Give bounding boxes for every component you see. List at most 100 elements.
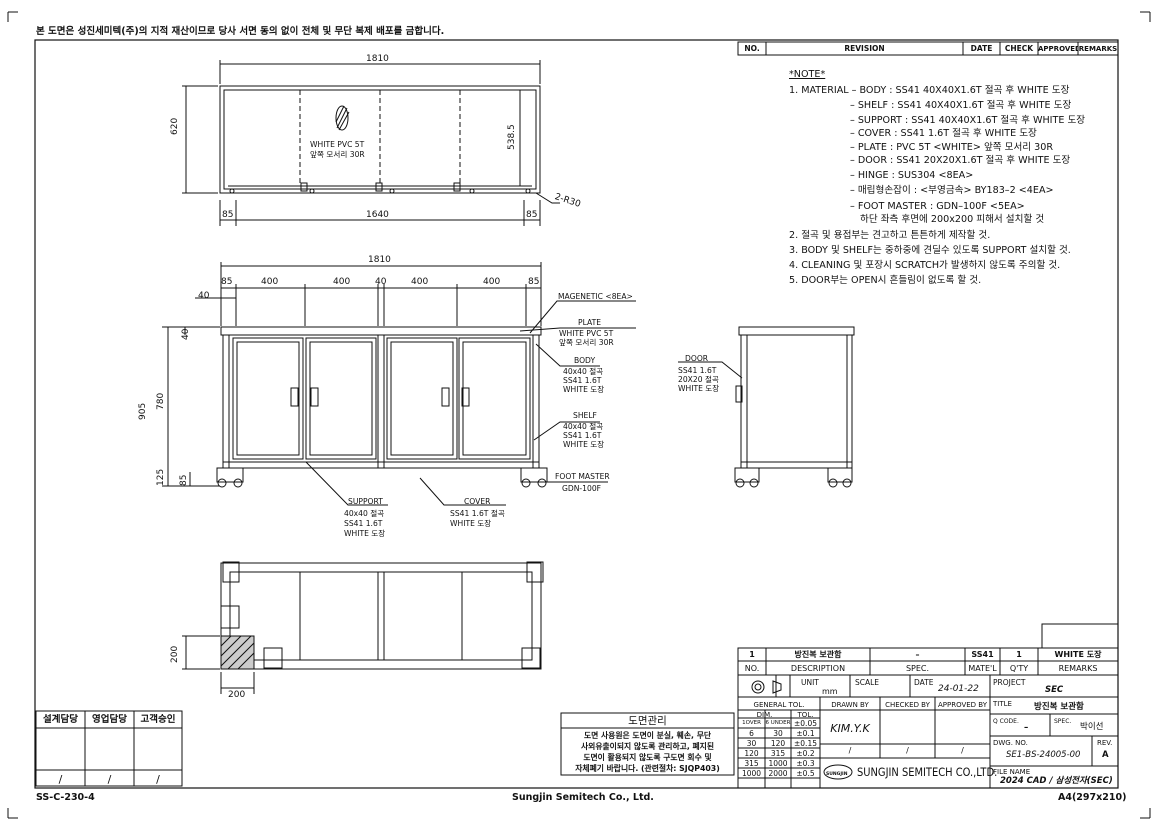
parts-description: 방진복 보관함 xyxy=(794,650,842,659)
label-plate-1: WHITE PVC 5T xyxy=(559,329,614,338)
rev-value: A xyxy=(1102,750,1109,760)
footer-company: Sungjin Semitech Co., Ltd. xyxy=(512,792,654,803)
footer-paper-size: A4(297x210) xyxy=(1058,792,1127,803)
bottom-view xyxy=(182,561,544,694)
drawn-by-label: DRAWN BY xyxy=(831,701,869,709)
top-plate-note-1: WHITE PVC 5T xyxy=(310,140,365,149)
label-shelf-3: WHITE 도장 xyxy=(563,440,605,449)
note-line-3: – SUPPORT : SS41 40X40X1.6T 절곡 후 WHITE 도… xyxy=(850,115,1086,126)
bottom-dim-v: 200 xyxy=(170,645,180,663)
hdr-spec: SPEC. xyxy=(905,664,930,673)
note-line-8: – 매립형손잡이 : <부영금속> BY183–2 <4EA> xyxy=(850,185,1054,196)
front-total-height: 905 xyxy=(138,402,148,420)
tol-r4-b: 315 xyxy=(770,749,786,758)
copyright-warning: 본 도면은 성진세미텍(주)의 지적 재산이므로 당사 서면 동의 없이 전체 … xyxy=(36,26,445,37)
mgmt-title: 도면관리 xyxy=(628,715,667,727)
dim-label: DIM. xyxy=(756,711,773,719)
tol-r1-c: ±0.05 xyxy=(794,719,817,728)
side-view xyxy=(678,326,855,488)
label-shelf-title: SHELF xyxy=(573,411,597,420)
tol-r6-c: ±0.5 xyxy=(796,769,815,778)
parts-material: SS41 xyxy=(971,650,994,659)
hdr-remarks: REMARKS xyxy=(1058,664,1098,673)
approval-mark-1: / xyxy=(58,773,63,786)
parts-spec: – xyxy=(915,650,920,659)
approval-mark-3: / xyxy=(156,773,160,786)
notes-title: *NOTE* xyxy=(789,69,826,80)
label-body-title: BODY xyxy=(574,356,596,365)
rev-col-no: NO. xyxy=(744,44,760,53)
hdr-no: NO. xyxy=(744,664,760,673)
front-seg-4: 40 xyxy=(375,277,387,287)
project-value: SEC xyxy=(1045,685,1064,695)
approved-slash: / xyxy=(961,746,964,755)
approval-design: 설계담당 xyxy=(43,714,78,725)
rev-col-revision: REVISION xyxy=(844,44,885,53)
rev-col-remarks: REMARKS xyxy=(1078,45,1118,53)
unit-label: UNIT xyxy=(801,678,819,687)
note-line-12: 3. BODY 및 SHELF는 중하중에 견딜수 있도록 SUPPORT 설치… xyxy=(789,245,1071,256)
note-line-10: 하단 좌측 후면에 200x200 피해서 설치할 것 xyxy=(860,214,1045,225)
company-logo: SUNGJIN xyxy=(826,772,848,777)
tol-r4-a: 120 xyxy=(744,749,759,758)
unit-value: mm xyxy=(822,687,838,696)
label-foot-model: GDN-100F xyxy=(562,484,602,493)
date-value: 24-01-22 xyxy=(938,684,979,694)
tol-r6-b: 2000 xyxy=(768,769,788,778)
label-foot-master: FOOT MASTER xyxy=(555,472,610,481)
company-name: SUNGJIN SEMITECH CO.,LTD. xyxy=(857,765,998,779)
front-left-dim: 40 xyxy=(198,291,210,301)
qcode-label: Q CODE. xyxy=(993,718,1019,725)
tol-r1-a: 1OVER xyxy=(742,720,761,726)
front-seg-3: 400 xyxy=(333,277,351,287)
bottom-dim-h: 200 xyxy=(228,690,246,700)
top-height: 620 xyxy=(170,117,180,135)
tol-r5-a: 315 xyxy=(744,759,759,768)
label-plate-title: PLATE xyxy=(578,318,602,327)
general-tol: GENERAL TOL. xyxy=(753,701,805,709)
front-foot-height: 125 xyxy=(156,468,166,486)
tol-r3-c: ±0.15 xyxy=(794,739,817,748)
note-line-6: – DOOR : SS41 20X20X1.6T 절곡 후 WHITE 도장 xyxy=(850,155,1071,166)
rev-label: REV. xyxy=(1097,739,1113,747)
label-door-3: WHITE 도장 xyxy=(678,384,720,393)
note-line-11: 2. 절곡 및 용접부는 견고하고 튼튼하게 제작할 것. xyxy=(789,230,991,241)
note-line-7: – HINGE : SUS304 <8EA> xyxy=(850,170,974,181)
rev-col-check: CHECK xyxy=(1004,44,1034,53)
label-support-3: WHITE 도장 xyxy=(344,529,386,538)
label-body-2: SS41 1.6T xyxy=(563,376,602,385)
mgmt-line-1: 도면 사용원은 도면이 분실, 훼손, 무단 xyxy=(583,731,712,740)
rev-col-approved: APPROVED xyxy=(1038,45,1078,53)
tol-r5-c: ±0.3 xyxy=(796,759,815,768)
label-shelf-1: 40x40 절곡 xyxy=(563,422,604,431)
front-view xyxy=(162,262,636,506)
front-seg-1: 85 xyxy=(221,277,233,287)
tol-r2-a: 6 xyxy=(749,729,754,738)
label-support-1: 40x40 절곡 xyxy=(344,509,385,518)
tol-r3-b: 120 xyxy=(770,739,786,748)
parts-no: 1 xyxy=(749,650,755,659)
label-magnetic: MAGENETIC <8EA> xyxy=(558,292,633,301)
label-plate-2: 앞쪽 모서리 30R xyxy=(559,338,614,347)
tol-r1-b: 6 UNDER xyxy=(765,720,791,726)
title-value: 방진복 보관함 xyxy=(1034,702,1084,712)
spec-label: SPEC. xyxy=(1054,718,1072,725)
label-cover-title: COVER xyxy=(464,497,491,506)
scale-label: SCALE xyxy=(855,678,880,687)
qcode-value: – xyxy=(1024,723,1029,733)
top-right-offset: 85 xyxy=(526,210,538,220)
top-view xyxy=(182,60,560,226)
front-overall-width: 1810 xyxy=(368,255,391,265)
rev-col-date: DATE xyxy=(970,44,993,53)
dwg-label: DWG. NO. xyxy=(993,739,1028,747)
spec-value: 박이선 xyxy=(1080,722,1104,732)
front-foot-inner: 85 xyxy=(179,474,189,486)
drawn-by-value: KIM.Y.K xyxy=(830,722,870,735)
front-seg-6: 400 xyxy=(483,277,501,287)
dwg-value: SE1-BS-24005-00 xyxy=(1006,750,1081,760)
label-body-3: WHITE 도장 xyxy=(563,385,605,394)
tol-r2-c: ±0.1 xyxy=(796,729,815,738)
file-label: FILE NAME xyxy=(993,768,1031,776)
note-line-5: – PLATE : PVC 5T <WHITE> 앞쪽 모서리 30R xyxy=(850,142,1054,153)
label-cover-2: WHITE 도장 xyxy=(450,519,492,528)
